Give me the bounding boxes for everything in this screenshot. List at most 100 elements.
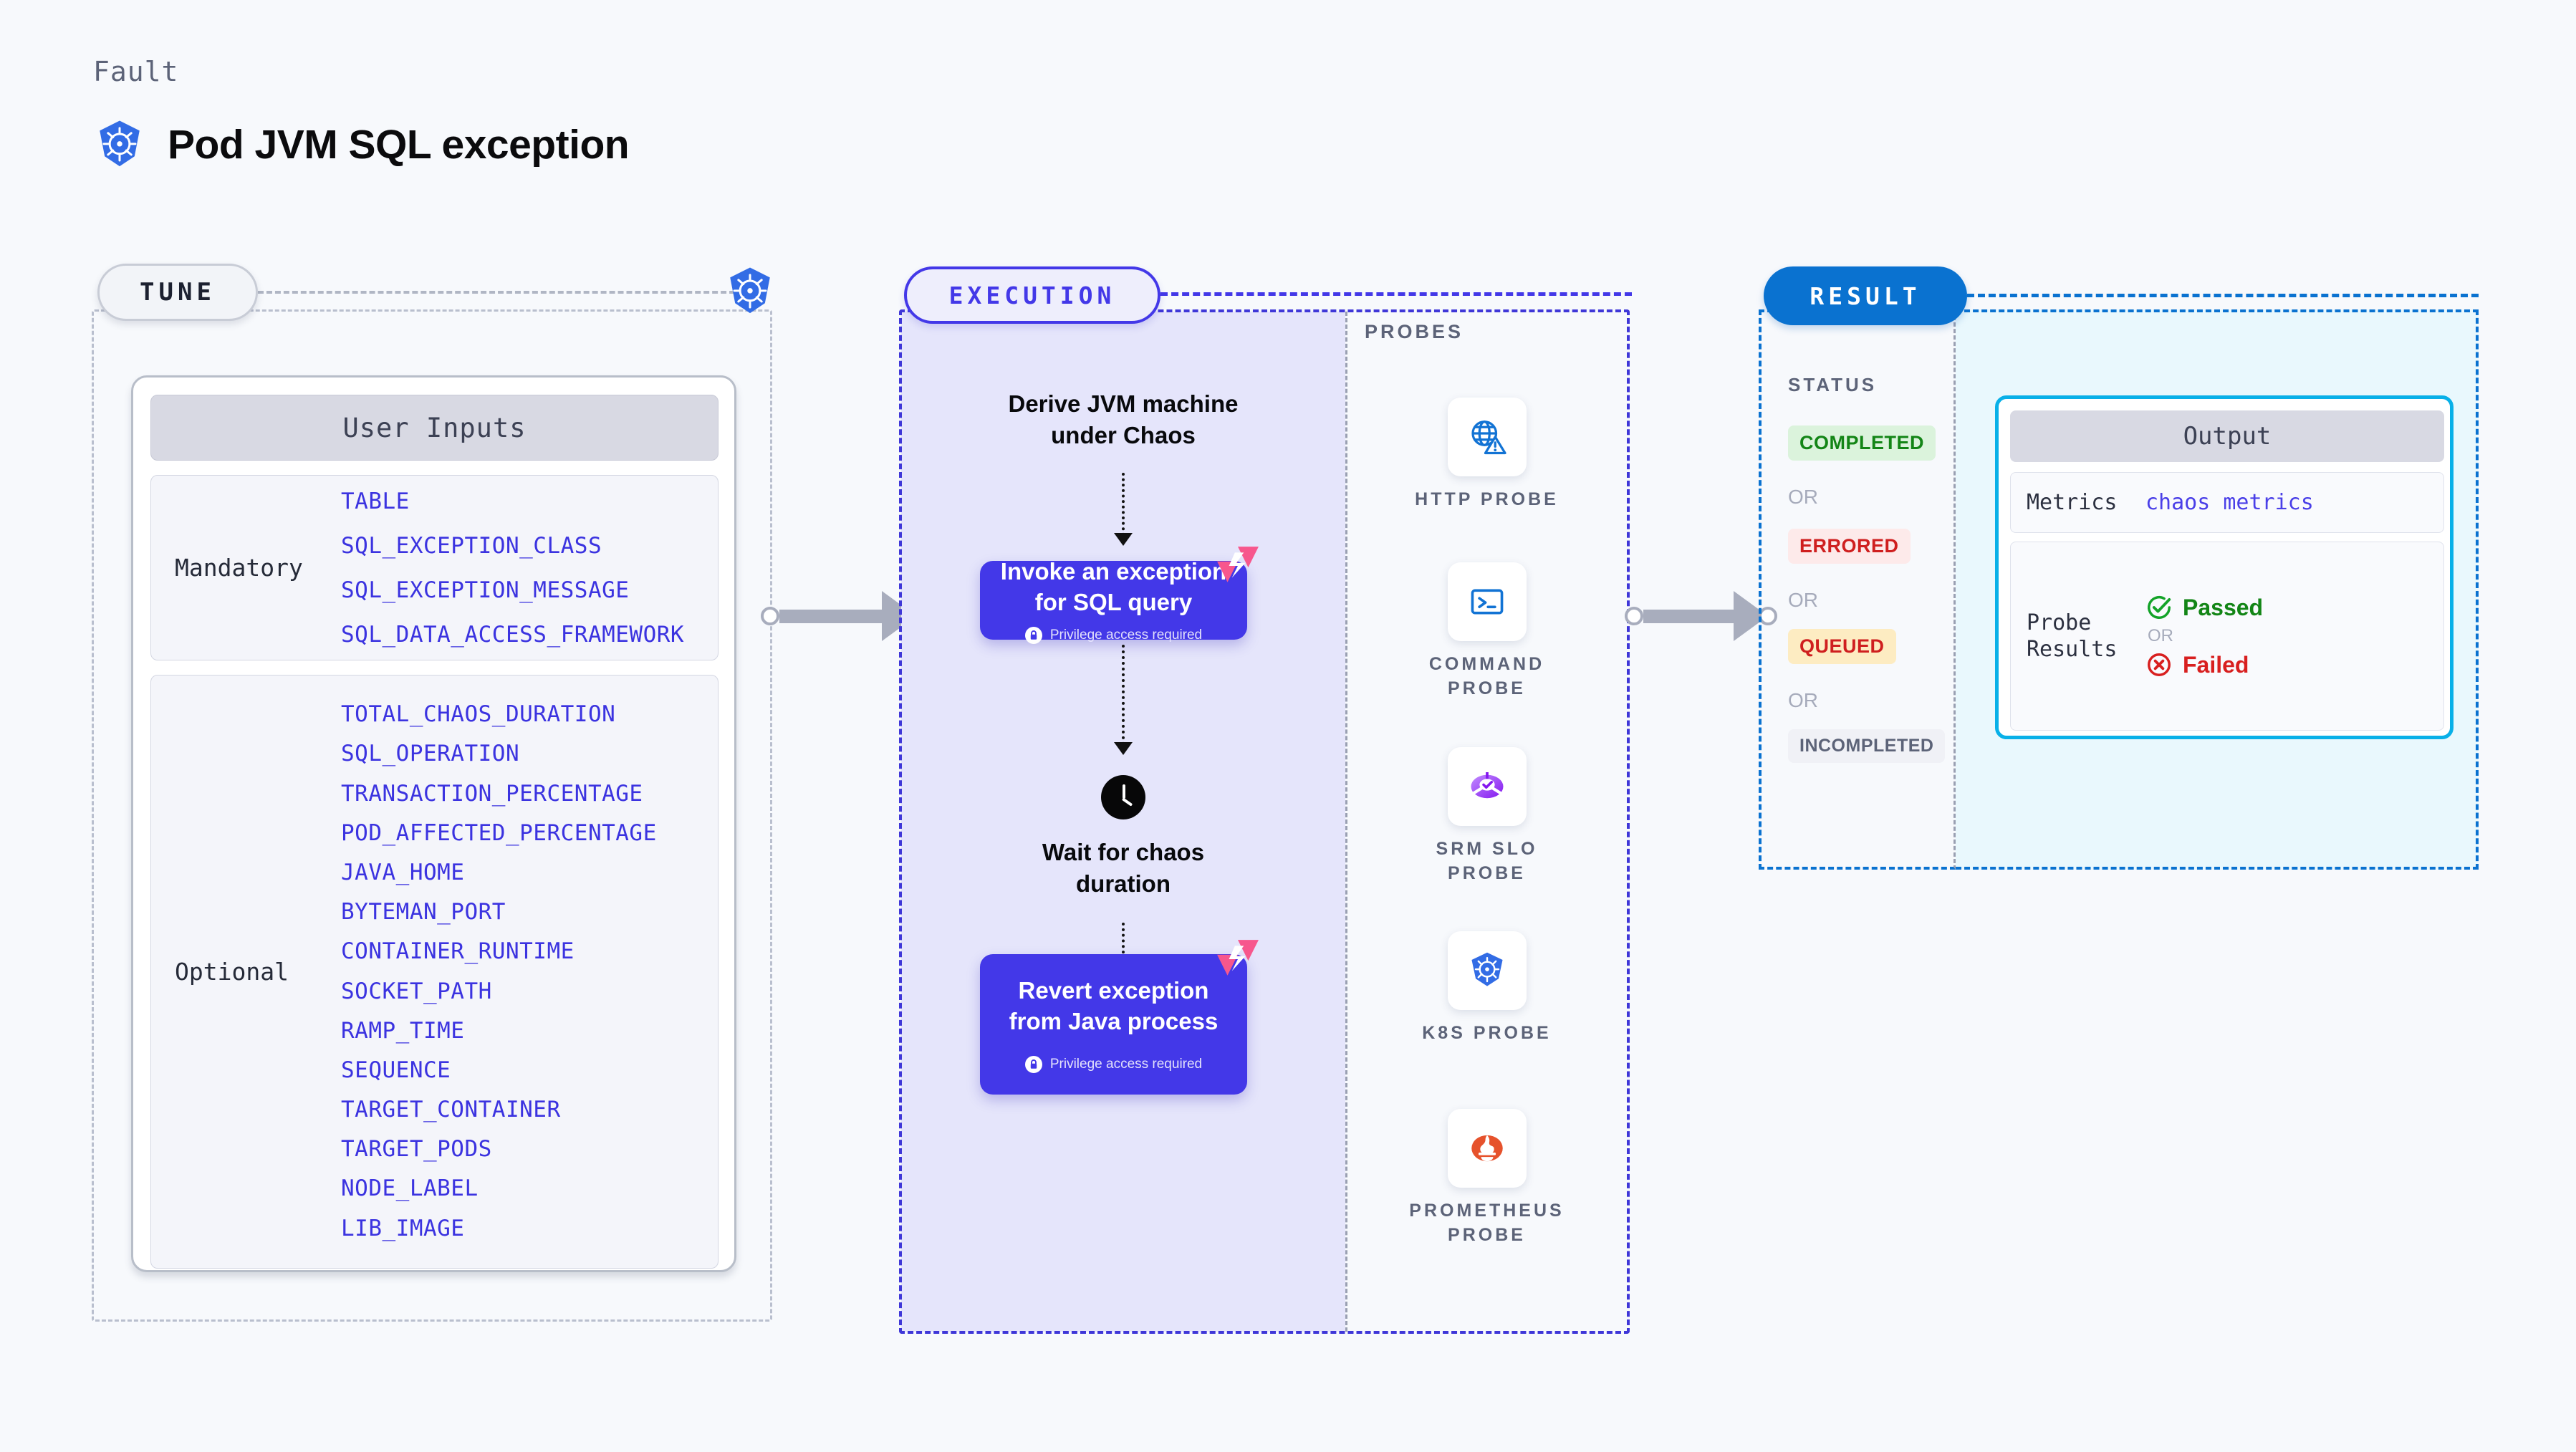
probe-k8s[interactable]: K8S PROBE xyxy=(1345,931,1628,1046)
kubernetes-icon xyxy=(730,267,770,314)
user-inputs-card: User Inputs Mandatory TABLE SQL_EXCEPTIO… xyxy=(131,375,736,1272)
flow-arrow xyxy=(1114,533,1133,546)
probe-result-or: OR xyxy=(2148,626,2173,645)
optional-label: Optional xyxy=(175,958,289,986)
connector-dot xyxy=(1625,607,1643,625)
lock-icon xyxy=(1024,626,1042,644)
param-item[interactable]: NODE_LABEL xyxy=(341,1175,479,1202)
prometheus-icon xyxy=(1471,1135,1503,1162)
connector-dot xyxy=(761,607,779,625)
tune-panel xyxy=(92,309,772,1322)
privilege-note-text: Privilege access required xyxy=(1049,627,1203,643)
param-item[interactable]: POD_AFFECTED_PERCENTAGE xyxy=(341,819,657,846)
param-item[interactable]: SQL_EXCEPTION_CLASS xyxy=(341,532,602,559)
metrics-key: Metrics xyxy=(2027,489,2118,515)
privilege-note: Privilege access required xyxy=(1024,1055,1203,1073)
status-or: OR xyxy=(1788,486,1818,508)
param-item[interactable]: BYTEMAN_PORT xyxy=(341,899,506,925)
optional-params-block: Optional TOTAL_CHAOS_DURATION SQL_OPERAT… xyxy=(150,675,719,1269)
probe-label: HTTP PROBE xyxy=(1415,489,1559,509)
kubernetes-icon xyxy=(100,120,140,167)
status-or: OR xyxy=(1788,589,1818,611)
status-badge-completed: COMPLETED xyxy=(1788,425,1936,461)
result-pill-label: RESULT xyxy=(1764,266,1967,325)
user-inputs-title: User Inputs xyxy=(150,395,719,461)
connector-execution-to-result xyxy=(1625,591,1777,641)
param-item[interactable]: SEQUENCE xyxy=(341,1057,451,1083)
tune-pill-label: TUNE xyxy=(97,264,258,321)
privilege-note: Privilege access required xyxy=(1024,626,1203,644)
param-item[interactable]: TARGET_PODS xyxy=(341,1136,492,1163)
terminal-icon xyxy=(1471,589,1503,615)
mandatory-params-block: Mandatory TABLE SQL_EXCEPTION_CLASS SQL_… xyxy=(150,475,719,660)
probe-results-values: Passed OR Failed xyxy=(2145,594,2263,678)
probe-result-passed: Passed xyxy=(2145,594,2263,621)
passed-label: Passed xyxy=(2183,594,2264,620)
output-title: Output xyxy=(2010,410,2444,462)
param-item[interactable]: LIB_IMAGE xyxy=(341,1215,465,1241)
kubernetes-icon xyxy=(1471,952,1503,986)
probe-result-failed: Failed xyxy=(2145,651,2263,678)
clock-icon xyxy=(1101,775,1145,819)
probe-tile xyxy=(1447,747,1527,826)
param-item[interactable]: RAMP_TIME xyxy=(341,1017,465,1044)
param-item[interactable]: TABLE xyxy=(341,488,410,514)
param-item[interactable]: TOTAL_CHAOS_DURATION xyxy=(341,701,616,728)
param-item[interactable]: SQL_EXCEPTION_MESSAGE xyxy=(341,577,630,603)
optional-param-list: TOTAL_CHAOS_DURATION SQL_OPERATION TRANS… xyxy=(341,695,657,1248)
status-badge-incompleted: INCOMPLETED xyxy=(1788,729,1946,763)
mandatory-label: Mandatory xyxy=(175,554,303,582)
execution-pill-label: EXECUTION xyxy=(904,266,1160,324)
flow-line xyxy=(1122,645,1125,745)
param-item[interactable]: SOCKET_PATH xyxy=(341,978,492,1004)
flow-arrow xyxy=(1114,742,1133,755)
fault-kicker: Fault xyxy=(93,56,179,87)
param-item[interactable]: TRANSACTION_PERCENTAGE xyxy=(341,780,643,807)
privilege-note-text: Privilege access required xyxy=(1049,1056,1203,1072)
output-metrics-row: Metrics chaos metrics xyxy=(2010,472,2444,533)
probe-tile xyxy=(1447,562,1527,641)
probes-title: PROBES xyxy=(1365,321,1464,342)
lock-icon xyxy=(1024,1055,1042,1073)
harness-badge-icon xyxy=(1217,547,1259,582)
metrics-value[interactable]: chaos metrics xyxy=(2145,490,2314,515)
status-or: OR xyxy=(1788,689,1818,711)
probe-tile xyxy=(1447,1109,1527,1188)
mandatory-param-list: TABLE SQL_EXCEPTION_CLASS SQL_EXCEPTION_… xyxy=(341,479,684,657)
result-dashed-connector xyxy=(1967,294,2479,297)
status-badge-errored: ERRORED xyxy=(1788,529,1911,564)
connector-bar xyxy=(1643,609,1734,623)
status-badge-queued: QUEUED xyxy=(1788,629,1896,664)
harness-badge-icon xyxy=(1217,940,1259,976)
probe-tile xyxy=(1447,931,1527,1010)
param-item[interactable]: SQL_DATA_ACCESS_FRAMEWORK xyxy=(341,621,685,648)
tune-dashed-connector xyxy=(258,291,752,294)
param-item[interactable]: JAVA_HOME xyxy=(341,859,465,885)
param-item[interactable]: TARGET_CONTAINER xyxy=(341,1097,561,1123)
execution-panel xyxy=(899,309,1630,1334)
param-item[interactable]: SQL_OPERATION xyxy=(341,741,520,767)
flow-line xyxy=(1122,473,1125,536)
failed-label: Failed xyxy=(2183,651,2249,678)
probe-http[interactable]: HTTP PROBE xyxy=(1345,398,1628,512)
param-item[interactable]: CONTAINER_RUNTIME xyxy=(341,938,575,965)
connector-bar xyxy=(779,609,882,623)
page-title-text: Pod JVM SQL exception xyxy=(168,122,630,168)
check-circle-icon xyxy=(2148,596,2171,619)
status-title: STATUS xyxy=(1788,374,1878,395)
srm-slo-icon xyxy=(1471,772,1503,799)
x-circle-icon xyxy=(2148,653,2171,676)
